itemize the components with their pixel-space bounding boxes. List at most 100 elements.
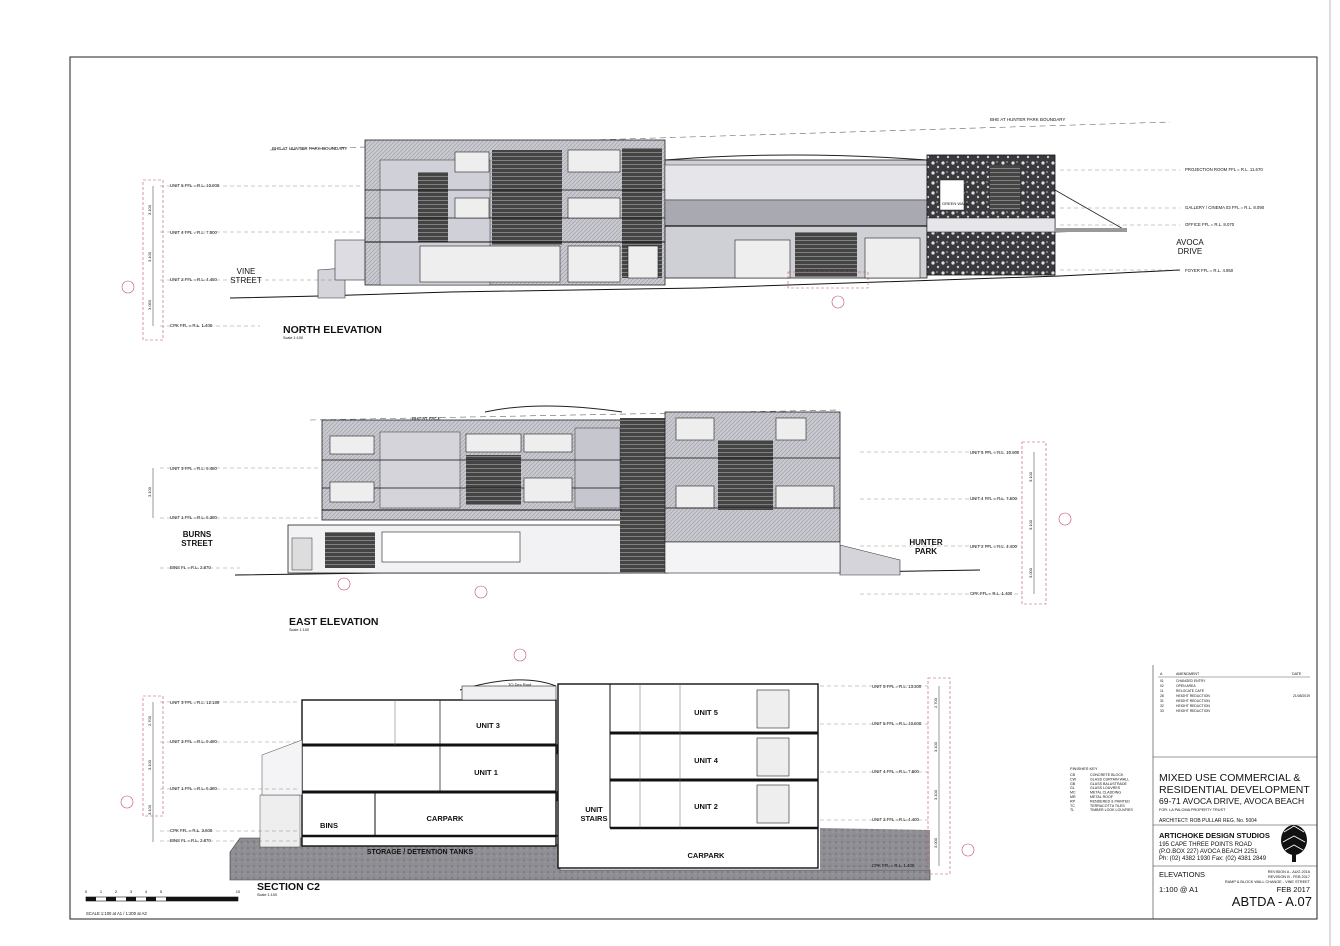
room-unit-stairs-2: STAIRS (581, 814, 608, 823)
finish-code: GB (1070, 782, 1076, 786)
scale-note: SCALE 1:100 at A1 / 1:200 at A3 (86, 911, 147, 916)
section-dim-left-3: 3.100 (147, 804, 152, 815)
north-left-street-1: VINE (237, 267, 256, 276)
section-dim-right-1: 2.700 (933, 697, 938, 708)
north-green-wall-label: GREEN WALL (942, 201, 969, 206)
scale-bar: 0 1 2 3 4 5 10 SCALE 1:100 at A1 / 1:200… (85, 889, 241, 916)
section-level-left-4: CPK FFL = R.L. 3.600 (170, 828, 213, 833)
finish-name: TIMBER LOOK LOUVRES (1090, 808, 1133, 812)
firm-phone: Ph: (02) 4382 1930 Fax: (02) 4381 2849 (1159, 856, 1267, 862)
finish-code: TC (1070, 804, 1075, 808)
revision-a: REVISION A - AUG 2016 (1268, 870, 1310, 874)
north-elevation-title: NORTH ELEVATION (283, 324, 382, 336)
north-elevation-scale: Scale 1:100 (283, 336, 303, 340)
section-dim-left-1: 2.700 (147, 715, 152, 726)
section-dim-right-2: 3.100 (933, 741, 938, 752)
finish-name: GLASS LOUVRES (1090, 786, 1121, 790)
title-block: MIXED USE COMMERCIAL & RESIDENTIAL DEVEL… (1152, 665, 1317, 919)
east-dim-left-1: 3.100 (147, 486, 152, 497)
amend-header-amendment: AMENDMENT (1176, 672, 1200, 676)
section-scale: Scale 1:100 (257, 893, 277, 897)
east-level-right-3: UNIT 2 FFL = R.L. 4.400 (970, 544, 1018, 549)
finish-code: MC (1070, 791, 1076, 795)
amendment-code: 11 (1160, 689, 1164, 693)
section-c2: TO Dec Roof UNIT 3 UNIT 1 CARPARK BINS U… (120, 648, 975, 897)
firm-address-2: (P.O.BOX 227) AVOCA BEACH 2251 (1159, 849, 1258, 855)
scale-tick-3: 3 (130, 889, 133, 894)
room-carpark-right: CARPARK (688, 851, 726, 860)
room-unit-1: UNIT 1 (474, 768, 498, 777)
sheet-border (69, 56, 1318, 920)
scale-tick-4: 4 (145, 889, 148, 894)
room-unit-3: UNIT 3 (476, 721, 500, 730)
room-unit-4: UNIT 4 (694, 756, 719, 765)
finish-name: METAL ROOF (1090, 795, 1114, 799)
revision-b: REVISION B - FEB 2017 (1268, 875, 1310, 879)
drawing-number: ABTDA - A.07 (1232, 894, 1312, 909)
east-level-right-2: UNIT 4 FFL = R.L. 7.500 (970, 496, 1018, 501)
amend-header-a: A (1160, 672, 1163, 676)
scale-tick-2: 2 (115, 889, 118, 894)
finish-code: GL (1070, 786, 1075, 790)
amend-header-date: DATE (1292, 672, 1302, 676)
finish-name: GLASS CURTAIN WALL (1090, 777, 1129, 781)
amendment-text: HEIGHT REDUCTION (1176, 694, 1210, 698)
finish-code: CB (1070, 773, 1076, 777)
finish-name: GLASS BALUSTRADE (1090, 782, 1128, 786)
finish-code: MR (1070, 795, 1076, 799)
east-dim-right-1: 3.100 (1028, 471, 1033, 482)
section-level-right-5: CPK FFL = R.L. 1.400 (872, 863, 915, 868)
firm-address-1: 195 CAPE THREE POINTS ROAD (1159, 842, 1253, 848)
scale-tick-0: 0 (85, 889, 88, 894)
scale-tick-5: 5 (160, 889, 163, 894)
finish-name: CONCRETE BLOCK (1090, 773, 1124, 777)
east-elevation: BHE AT FACE (147, 405, 1072, 632)
firm-name: ARTICHOKE DESIGN STUDIOS (1159, 831, 1270, 840)
amendment-code: 02 (1160, 684, 1164, 688)
north-right-street-1: AVOCA (1176, 238, 1204, 247)
east-elevation-scale: Scale 1:100 (289, 628, 309, 632)
north-dim-1: 3.100 (147, 204, 152, 215)
north-level-left-4: CPK FFL = R.L. 1.400 (170, 323, 213, 328)
artichoke-logo-icon (1281, 825, 1307, 862)
revision-note: RAMP & BLOCK WALL CHANGE - VINE STREET (1225, 880, 1311, 884)
east-dim-right-3: 3.000 (1028, 567, 1033, 578)
finish-name: RENDERED & PAINTED (1090, 799, 1130, 803)
section-level-left-2: UNIT 3 FFL = R.L. 9.480 (170, 739, 218, 744)
north-boundary-top-label: BHE AT HUNTER PARK BOUNDARY (990, 117, 1065, 122)
section-level-left-5: BINS FL = R.L. 2.870 (170, 838, 211, 843)
drawing-scale: 1:100 @ A1 (1159, 885, 1198, 894)
north-level-left-2: UNIT 4 FFL = R.L. 7.500 (170, 230, 218, 235)
storage-tanks-label: STORAGE / DETENTION TANKS (367, 849, 474, 856)
room-carpark-left: CARPARK (427, 814, 465, 823)
north-left-street-2: STREET (230, 276, 262, 285)
drawing-date: FEB 2017 (1277, 885, 1310, 894)
north-level-right-1: PROJECTION ROOM FFL = R.L. 11.670 (1185, 167, 1263, 172)
section-title: SECTION C2 (257, 881, 320, 893)
amendment-code: 01 (1160, 679, 1164, 683)
section-dim-right-4: 3.000 (933, 837, 938, 848)
room-unit-2: UNIT 2 (694, 802, 718, 811)
scale-tick-10: 10 (236, 889, 241, 894)
section-level-left-1: UNIT 3 FFL = R.L. 12.180 (170, 700, 220, 705)
amendment-code: 31 (1160, 699, 1164, 703)
section-level-right-3: UNIT 4 FFL = R.L. 7.500 (872, 769, 920, 774)
finish-code: RP (1070, 799, 1076, 803)
north-level-right-2: GALLERY / CINEMA 03 FFL = R.L. 8.090 (1185, 205, 1265, 210)
east-level-right-4: CPK FFL = R.L. 1.400 (970, 591, 1013, 596)
amendment-text: HEIGHT REDUCTION (1176, 704, 1210, 708)
section-dim-right-3: 3.100 (933, 789, 938, 800)
north-level-left-3: UNIT 2 FFL = R.L. 4.450 (170, 277, 218, 282)
section-level-left-3: UNIT 1 FFL = R.L. 6.380 (170, 786, 218, 791)
scale-tick-1: 1 (100, 889, 103, 894)
east-left-street-2: STREET (181, 539, 213, 548)
amendment-text: HEIGHT REDUCTION (1176, 699, 1210, 703)
north-level-left-1: UNIT 5 FFL = R.L. 10.600 (170, 183, 220, 188)
amendment-text: OPEN AREA (1176, 684, 1196, 688)
east-elevation-title: EAST ELEVATION (289, 616, 378, 628)
amendment-code: 32 (1160, 704, 1164, 708)
amendment-text: RELOCATE CAFE (1176, 689, 1205, 693)
section-level-right-4: UNIT 2 FFL = R.L. 4.400 (872, 817, 920, 822)
project-name-1: MIXED USE COMMERCIAL & (1159, 772, 1300, 784)
